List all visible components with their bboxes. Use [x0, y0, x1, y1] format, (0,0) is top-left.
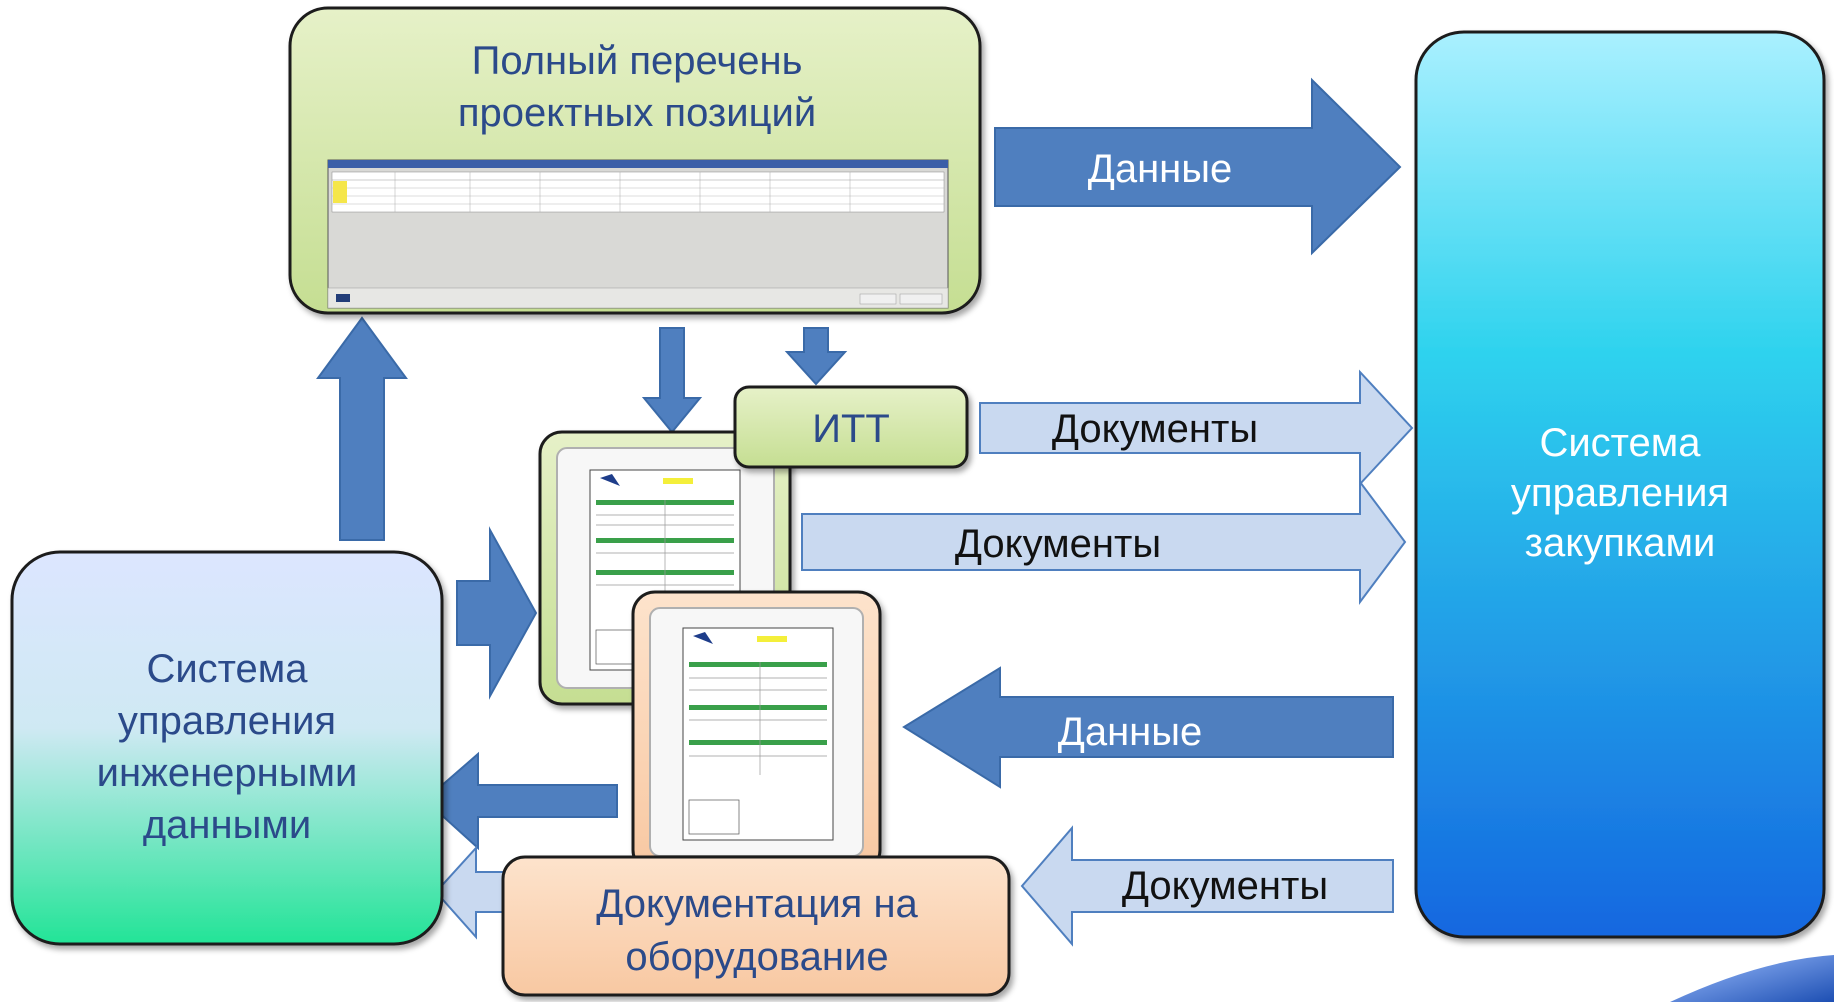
- node-equipment-docs-line1: Документация на: [596, 882, 918, 926]
- arrow-label-mid-docs: Документы: [955, 522, 1161, 566]
- document-form-icon: [682, 627, 834, 841]
- arrow-mid-documents: [801, 479, 1407, 605]
- arrow-label-return-data: Данные: [1058, 710, 1203, 754]
- corner-swoosh: [1670, 955, 1834, 1002]
- arrow-list-to-itt: [784, 327, 848, 386]
- arrow-data-from-procurement: [902, 666, 1394, 789]
- node-equipment-docs: [501, 855, 1011, 997]
- arrow-bottom-documents: [1020, 825, 1394, 947]
- spreadsheet-screenshot-icon: [327, 159, 949, 309]
- node-full-list-line1: Полный перечень: [472, 39, 803, 83]
- node-itt: [733, 385, 969, 469]
- node-procurement-line3: закупками: [1525, 521, 1716, 565]
- node-procurement-line1: Система: [1539, 421, 1701, 465]
- arrow-doc-to-engineering: [423, 751, 618, 851]
- node-full-list-line2: проектных позиций: [458, 91, 816, 135]
- node-engineering-line1: Система: [146, 647, 308, 691]
- node-equipment-docs-line2: оборудование: [625, 935, 888, 979]
- node-procurement: [1414, 30, 1826, 939]
- node-engineering: [10, 550, 444, 946]
- arrow-list-to-doc: [641, 327, 703, 434]
- arrow-label-bottom-docs: Документы: [1122, 864, 1328, 908]
- arrow-data-to-procurement: [994, 77, 1402, 256]
- node-engineering-line4: данными: [143, 803, 311, 847]
- arrow-engineering-to-list: [316, 316, 408, 541]
- arrow-label-itt-docs: Документы: [1052, 407, 1258, 451]
- node-itt-label: ИТТ: [812, 407, 890, 451]
- node-engineering-line2: управления: [118, 699, 336, 743]
- node-engineering-line3: инженерными: [97, 751, 358, 795]
- arrow-label-top-data: Данные: [1088, 147, 1233, 191]
- arrow-engineering-to-doc: [456, 526, 538, 700]
- arrow-itt-documents: [979, 369, 1414, 487]
- node-procurement-line2: управления: [1511, 471, 1729, 515]
